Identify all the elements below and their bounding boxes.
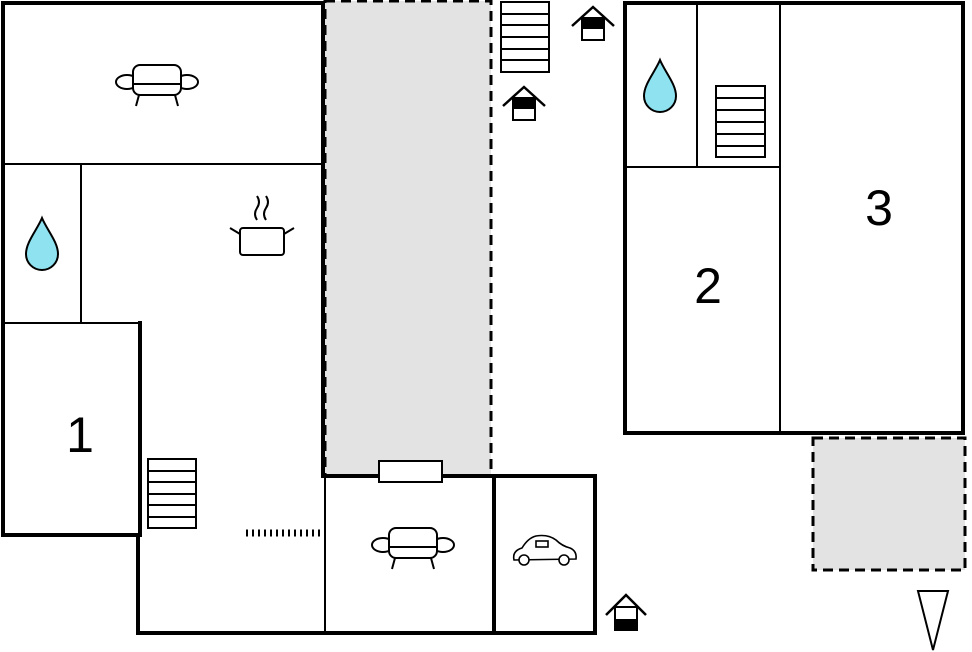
terrace-area: [323, 0, 493, 478]
main-building-walls: [1, 1, 597, 635]
cooking-pot-icon: [229, 195, 295, 256]
second-building-walls: [623, 1, 965, 435]
car-icon: [512, 534, 577, 566]
entrance-icon: [501, 85, 547, 122]
room-label-2: 2: [694, 258, 722, 314]
stairs-icon: [715, 85, 766, 158]
window: [378, 460, 443, 483]
room-label-1: 1: [66, 407, 94, 463]
room-label-3: 3: [865, 180, 893, 236]
sofa-icon: [115, 64, 199, 107]
stairs-icon: [500, 1, 550, 73]
north-arrow-icon: [916, 590, 950, 651]
sofa-icon: [371, 527, 455, 570]
outdoor-area: [811, 436, 967, 572]
stairs-icon: [147, 458, 197, 529]
entrance-icon: [605, 593, 647, 631]
water-drop-icon: [25, 217, 59, 271]
entrance-icon: [570, 5, 616, 42]
water-drop-icon: [643, 59, 677, 113]
